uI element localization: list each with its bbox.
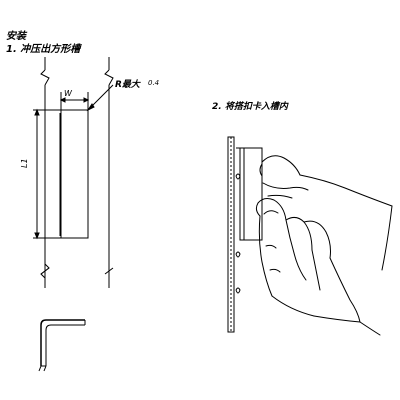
radius-leader <box>86 84 114 112</box>
length-dimension <box>33 108 61 240</box>
step-2-label: 2. 将搭扣卡入槽内 <box>212 102 288 112</box>
diagram-title: 安装 <box>6 31 26 42</box>
width-dimension <box>59 92 90 110</box>
radius-label: R最大 <box>115 80 140 90</box>
panel-outline <box>40 57 114 288</box>
radius-value: 0.4 <box>148 79 160 87</box>
width-dimension-label: W <box>64 89 72 98</box>
step2-clip <box>235 147 263 294</box>
square-slot <box>60 109 89 239</box>
clip-profile <box>38 319 86 372</box>
step-1-label: 1. 冲压出方形槽 <box>6 44 81 55</box>
step2-panel <box>227 136 235 333</box>
hand-illustration <box>255 155 393 336</box>
